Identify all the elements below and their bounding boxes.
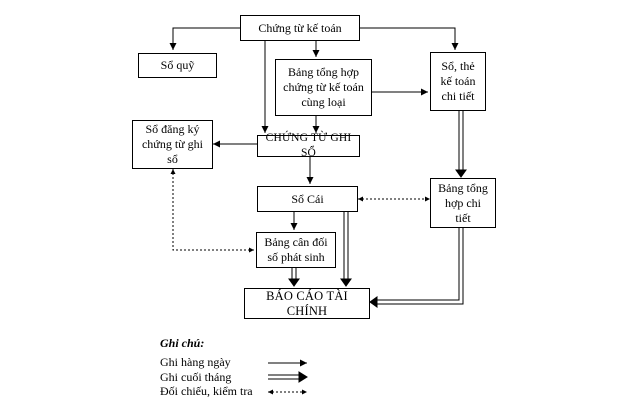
node-so-dang-ky-label: Sổ đăng ký chứng từ ghi sổ	[141, 122, 203, 166]
node-bang-tong-hop-chung-tu-label: Bảng tổng hợp chứng từ kế toán cùng loại	[283, 65, 364, 109]
dotted-so-dang-ky-bang-can-doi	[170, 169, 254, 253]
double-arrow-bthct-to-bctc-a	[377, 228, 460, 301]
node-so-dang-ky: Sổ đăng ký chứng từ ghi sổ	[132, 120, 213, 169]
arrow-ctkt-to-so-the	[360, 27, 459, 50]
node-chung-tu-ke-toan-label: Chứng từ kế toán	[258, 20, 342, 35]
node-bang-tong-hop-chi-tiet: Bảng tổng hợp chi tiết	[430, 178, 496, 228]
double-arrow-head-3	[340, 278, 352, 287]
legend-monthly-label: Ghi cuối tháng	[160, 370, 232, 384]
node-chung-tu-ghi-so: CHỨNG TỪ GHI SỔ	[257, 132, 360, 159]
node-chung-tu-ghi-so-label: CHỨNG TỪ GHI SỔ	[265, 132, 352, 159]
double-arrow-bthct-to-bctc-b	[377, 228, 464, 305]
node-bang-can-doi: Bảng cân đối số phát sinh	[256, 232, 336, 268]
legend-check-label: Đối chiếu, kiểm tra	[160, 384, 253, 398]
node-bao-cao-tai-chinh-label: BÁO CÁO TÀI CHÍNH	[266, 288, 348, 318]
node-so-the-chi-tiet: Sổ, thẻ kế toán chi tiết	[430, 52, 486, 111]
node-so-cai-label: Sổ Cái	[291, 191, 324, 206]
legend-daily-label: Ghi hàng ngày	[160, 355, 231, 369]
node-chung-tu-ke-toan: Chứng từ kế toán	[240, 15, 360, 41]
node-bang-tong-hop-chi-tiet-label: Bảng tổng hợp chi tiết	[438, 180, 488, 225]
node-so-quy-label: Sổ quỹ	[160, 58, 195, 72]
node-bao-cao-tai-chinh: BÁO CÁO TÀI CHÍNH	[244, 288, 370, 319]
double-arrow-head-4	[288, 278, 300, 287]
node-bang-can-doi-label: Bảng cân đối số phát sinh	[264, 235, 328, 264]
arrow-ctkt-to-so-quy	[169, 27, 240, 50]
node-so-cai: Sổ Cái	[257, 186, 358, 212]
double-arrow-head-1	[455, 169, 467, 178]
node-so-the-chi-tiet-label: Sổ, thẻ kế toán chi tiết	[440, 59, 476, 103]
legend-double-arrow-head	[298, 371, 308, 383]
node-so-quy: Sổ quỹ	[138, 53, 217, 78]
double-arrow-head-2	[369, 296, 378, 308]
node-bang-tong-hop-chung-tu: Bảng tổng hợp chứng từ kế toán cùng loại	[275, 59, 372, 116]
legend-title: Ghi chú:	[160, 336, 205, 350]
